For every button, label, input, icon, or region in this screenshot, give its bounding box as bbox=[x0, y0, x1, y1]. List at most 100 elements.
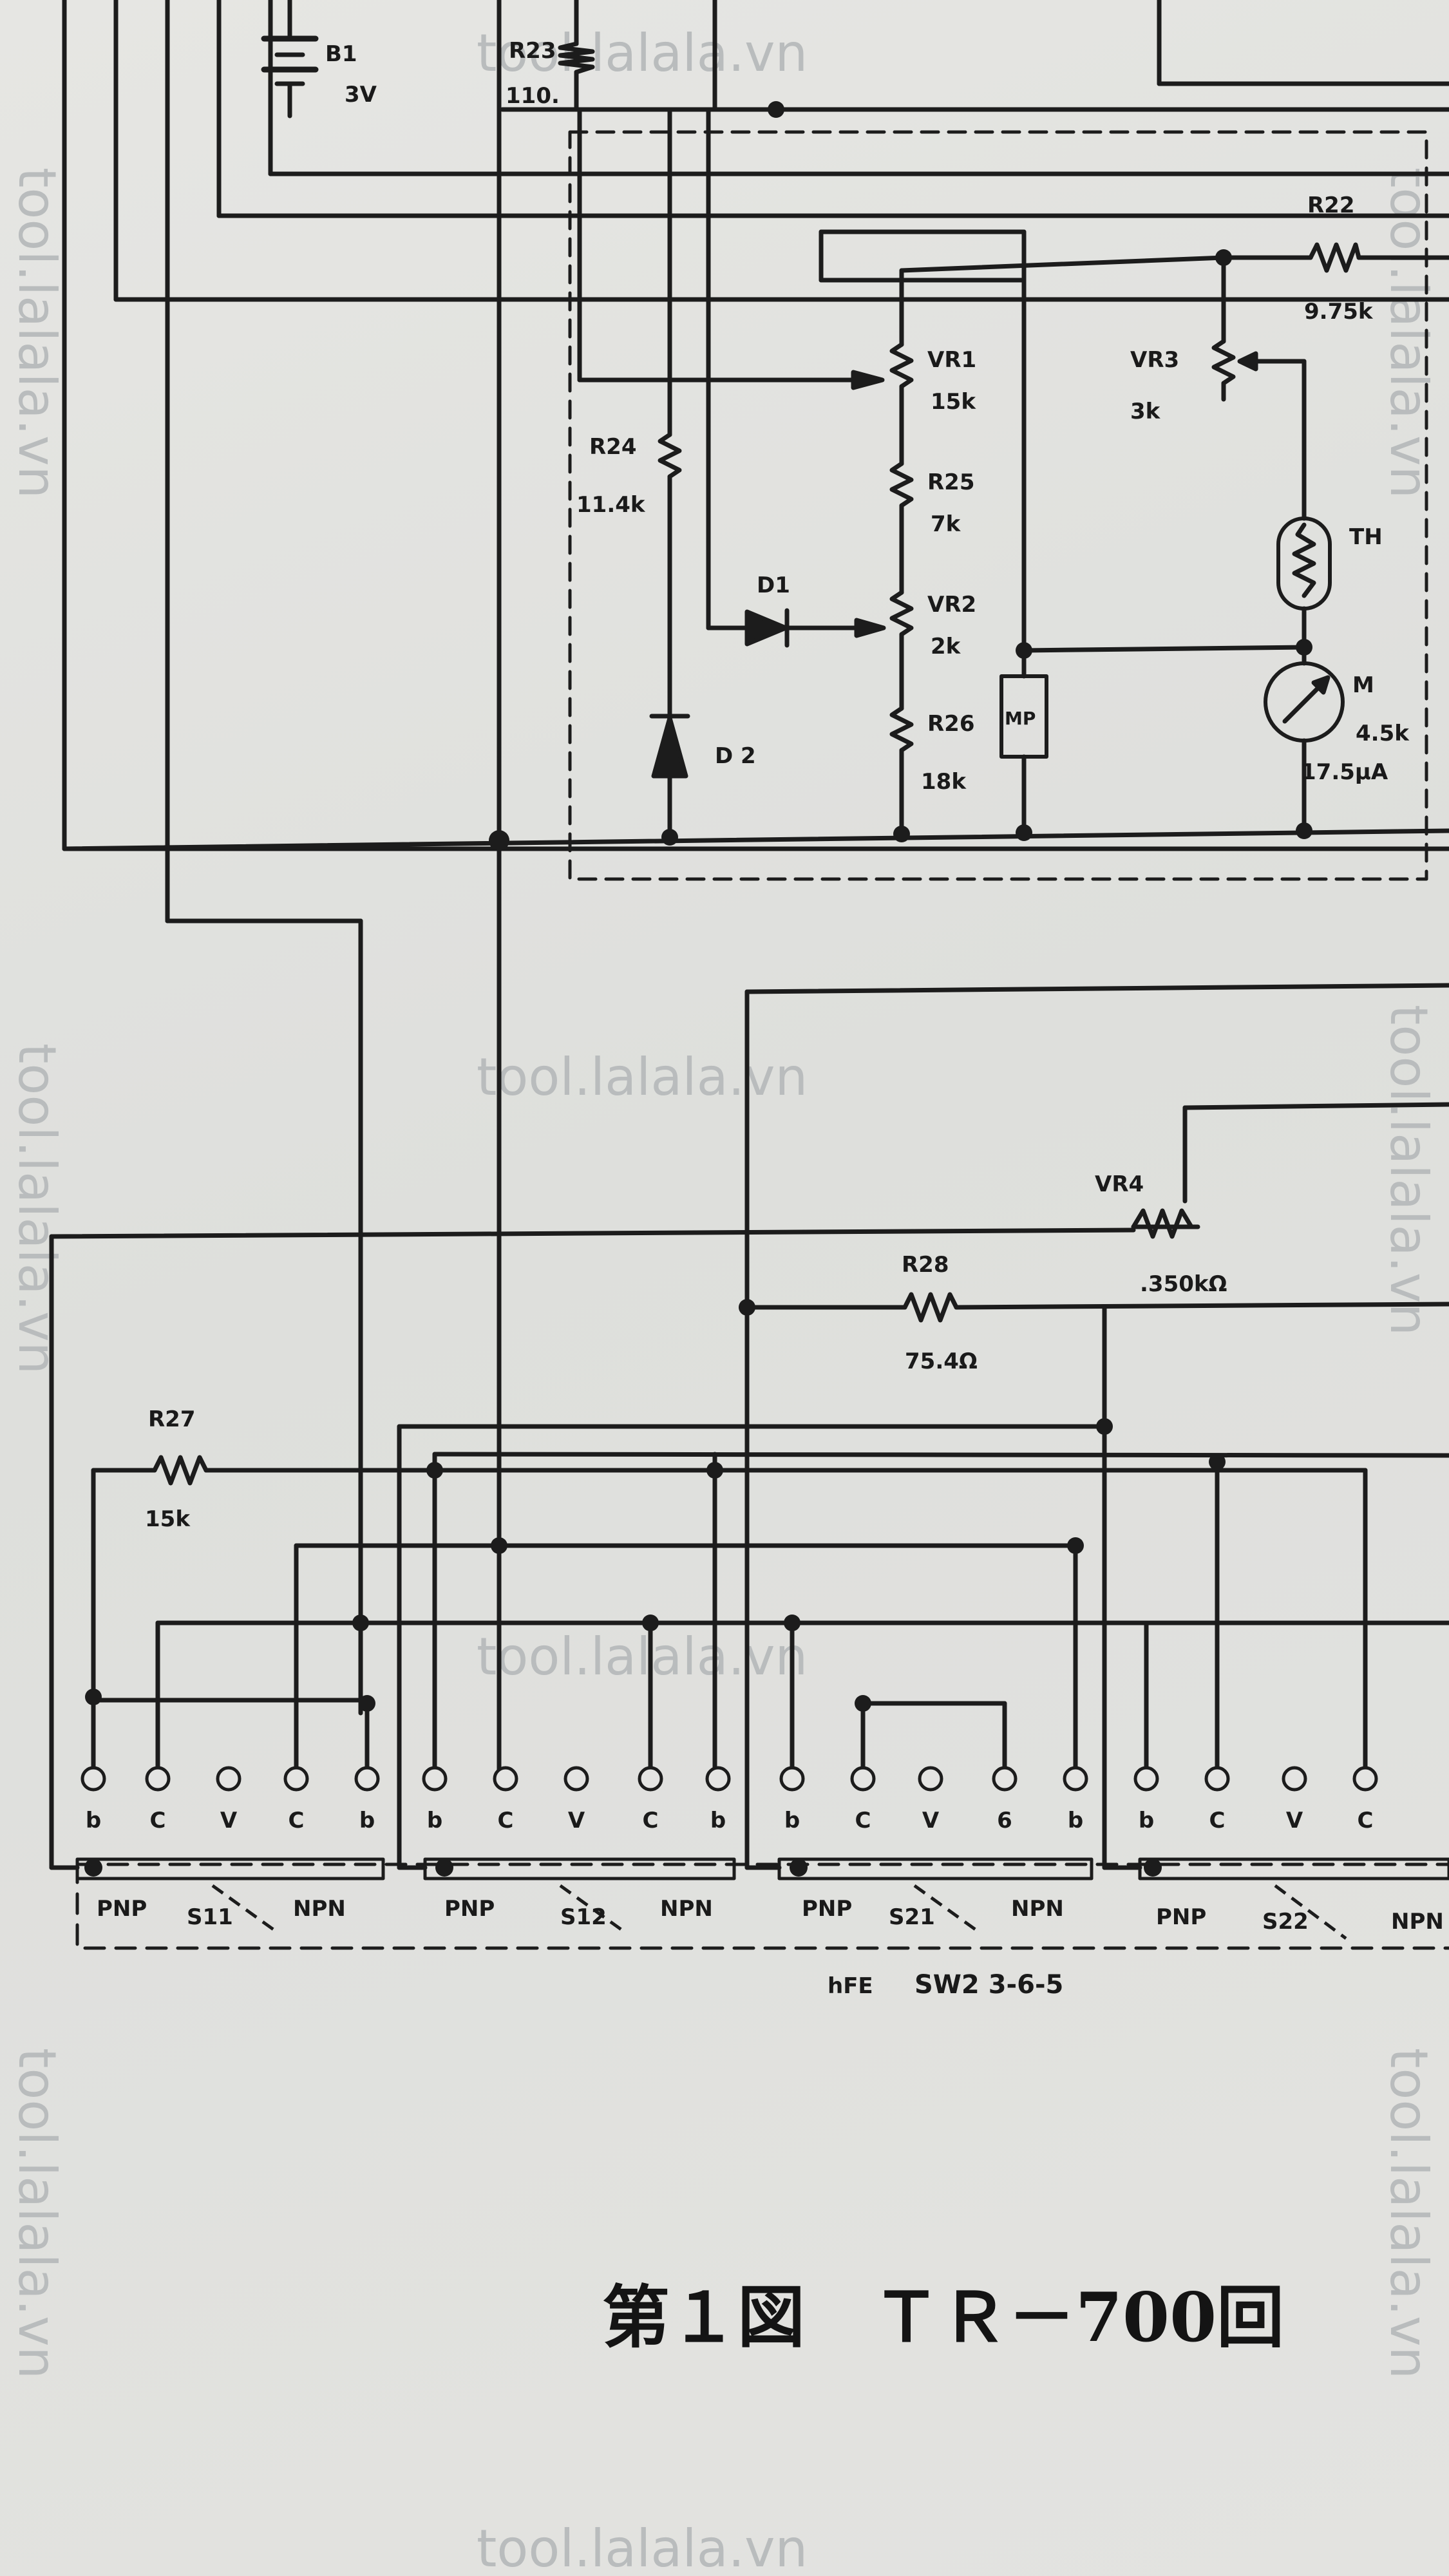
watermarks: tool.lalala.vn tool.lalala.vn tool.lalal… bbox=[7, 23, 1439, 2576]
switch-terminal-letter: b bbox=[1068, 1808, 1083, 1833]
hfe-label: hFE bbox=[828, 1973, 873, 1999]
watermark: tool.lalala.vn bbox=[477, 2519, 808, 2576]
switch-s21-bar bbox=[777, 1857, 1094, 1880]
watermark: tool.lalala.vn bbox=[1379, 1005, 1439, 1336]
switch-s21-npn: NPN bbox=[1011, 1896, 1064, 1922]
top-wiring bbox=[62, 0, 1449, 1716]
label-vr3-value: 3k bbox=[1130, 399, 1161, 424]
switch-labels: PNP S11 NPN PNP S12 NPN PNP S21 NPN PNP … bbox=[97, 1896, 1444, 2000]
watermark: tool.lalala.vn bbox=[7, 2048, 67, 2379]
switch-s12-pnp: PNP bbox=[444, 1896, 495, 1922]
switch-terminal bbox=[1352, 1766, 1378, 1792]
switch-s22-npn: NPN bbox=[1391, 1909, 1444, 1935]
switch-s22-name: S22 bbox=[1262, 1909, 1309, 1935]
switch-terminal-letter: V bbox=[220, 1808, 238, 1833]
switch-terminal-letter: b bbox=[427, 1808, 442, 1833]
label-vr1-value: 15k bbox=[931, 389, 976, 415]
switch-gang-links bbox=[211, 1884, 1347, 1940]
label-vr2: VR2 bbox=[927, 592, 976, 618]
switch-terminals bbox=[80, 1766, 1378, 1792]
switch-terminal bbox=[1282, 1766, 1307, 1792]
meter-module-enclosure bbox=[568, 130, 1428, 881]
switch-s11-npn: NPN bbox=[293, 1896, 346, 1922]
watermark: tool.lalala.vn bbox=[477, 23, 808, 83]
switch-terminal-letter: C bbox=[498, 1808, 514, 1833]
switch-terminal-letter: C bbox=[855, 1808, 871, 1833]
switch-terminal bbox=[992, 1766, 1018, 1792]
switch-terminal bbox=[638, 1766, 663, 1792]
component-labels: B1 3V R23 110. R22 9.75k VR3 3k VR1 15k … bbox=[145, 38, 1410, 1532]
label-d1: D1 bbox=[757, 573, 790, 598]
switch-terminal bbox=[1063, 1766, 1088, 1792]
label-r23-value: 110. bbox=[506, 83, 560, 109]
switch-terminal-letter: C bbox=[643, 1808, 659, 1833]
label-vr4-value: .350kΩ bbox=[1140, 1271, 1227, 1297]
switch-terminal bbox=[283, 1766, 309, 1792]
switch-terminal bbox=[216, 1766, 242, 1792]
switch-terminal-letter: b bbox=[86, 1808, 101, 1833]
label-r22: R22 bbox=[1307, 193, 1355, 218]
label-r28: R28 bbox=[902, 1252, 949, 1278]
label-r26: R26 bbox=[927, 711, 975, 737]
watermark: tool.lalala.vn bbox=[7, 1043, 67, 1374]
switch-terminal-letter: C bbox=[1358, 1808, 1374, 1833]
label-b1-value: 3V bbox=[345, 82, 377, 108]
switch-s22-pnp: PNP bbox=[1156, 1904, 1206, 1930]
switch-terminal-letter: b bbox=[710, 1808, 726, 1833]
label-r28-value: 75.4Ω bbox=[905, 1349, 978, 1374]
label-th: TH bbox=[1349, 524, 1383, 550]
switch-terminal-letter: V bbox=[1286, 1808, 1303, 1833]
switch-s21-name: S21 bbox=[889, 1904, 935, 1930]
switch-terminal-letter: C bbox=[150, 1808, 166, 1833]
switch-s12-name: S12 bbox=[560, 1904, 607, 1930]
label-r23: R23 bbox=[509, 38, 556, 64]
battery-b1 bbox=[261, 0, 319, 118]
switch-terminal bbox=[850, 1766, 876, 1792]
switch-terminal bbox=[145, 1766, 171, 1792]
watermark: tool.lalala.vn bbox=[1379, 167, 1439, 498]
resistor-r23 bbox=[558, 41, 595, 75]
switch-terminal bbox=[564, 1766, 589, 1792]
watermark: tool.lalala.vn bbox=[477, 1047, 808, 1107]
label-vr1: VR1 bbox=[927, 347, 976, 373]
label-d2: D 2 bbox=[715, 743, 756, 769]
switch-terminal-letter: b bbox=[359, 1808, 375, 1833]
switch-terminal bbox=[493, 1766, 518, 1792]
label-r24-value: 11.4k bbox=[576, 492, 646, 518]
switch-terminal-letter: V bbox=[922, 1808, 940, 1833]
switch-s11-name: S11 bbox=[187, 1904, 233, 1930]
label-r27-value: 15k bbox=[145, 1506, 191, 1532]
hfe-switch-wiring bbox=[49, 0, 1449, 1870]
label-m: M bbox=[1352, 672, 1374, 698]
label-r27: R27 bbox=[148, 1406, 196, 1432]
switch-terminal bbox=[1133, 1766, 1159, 1792]
label-r25: R25 bbox=[927, 469, 975, 495]
switch-terminal-letter: b bbox=[784, 1808, 800, 1833]
label-vr2-value: 2k bbox=[931, 634, 961, 659]
watermark: tool.lalala.vn bbox=[7, 167, 67, 498]
watermark: tool.lalala.vn bbox=[477, 1627, 808, 1687]
label-r25-value: 7k bbox=[931, 511, 961, 537]
switch-terminal bbox=[354, 1766, 380, 1792]
switch-terminal bbox=[705, 1766, 731, 1792]
switch-terminal-letter: C bbox=[289, 1808, 305, 1833]
meter-circuit bbox=[62, 107, 1449, 851]
switch-terminal-letter: C bbox=[1209, 1808, 1226, 1833]
switch-terminal bbox=[80, 1766, 106, 1792]
label-r22-value: 9.75k bbox=[1304, 299, 1374, 325]
switch-bars bbox=[75, 1857, 1449, 1880]
label-vr3: VR3 bbox=[1130, 347, 1179, 373]
switch-s21-pnp: PNP bbox=[802, 1896, 852, 1922]
switch-terminal-letter: 6 bbox=[997, 1808, 1012, 1833]
watermark: tool.lalala.vn bbox=[1379, 2048, 1439, 2379]
label-b1: B1 bbox=[325, 41, 357, 67]
label-r26-value: 18k bbox=[921, 769, 967, 795]
junction-dots bbox=[84, 101, 1312, 1877]
switch-s22-bar bbox=[1138, 1857, 1449, 1880]
label-r24: R24 bbox=[589, 434, 637, 460]
figure-title: 第１図 ＴＲ－700回 bbox=[602, 2277, 1284, 2357]
switch-sw2-label: SW2 3-6-5 bbox=[914, 1970, 1063, 2000]
switch-gang-enclosure bbox=[75, 1862, 1449, 1950]
